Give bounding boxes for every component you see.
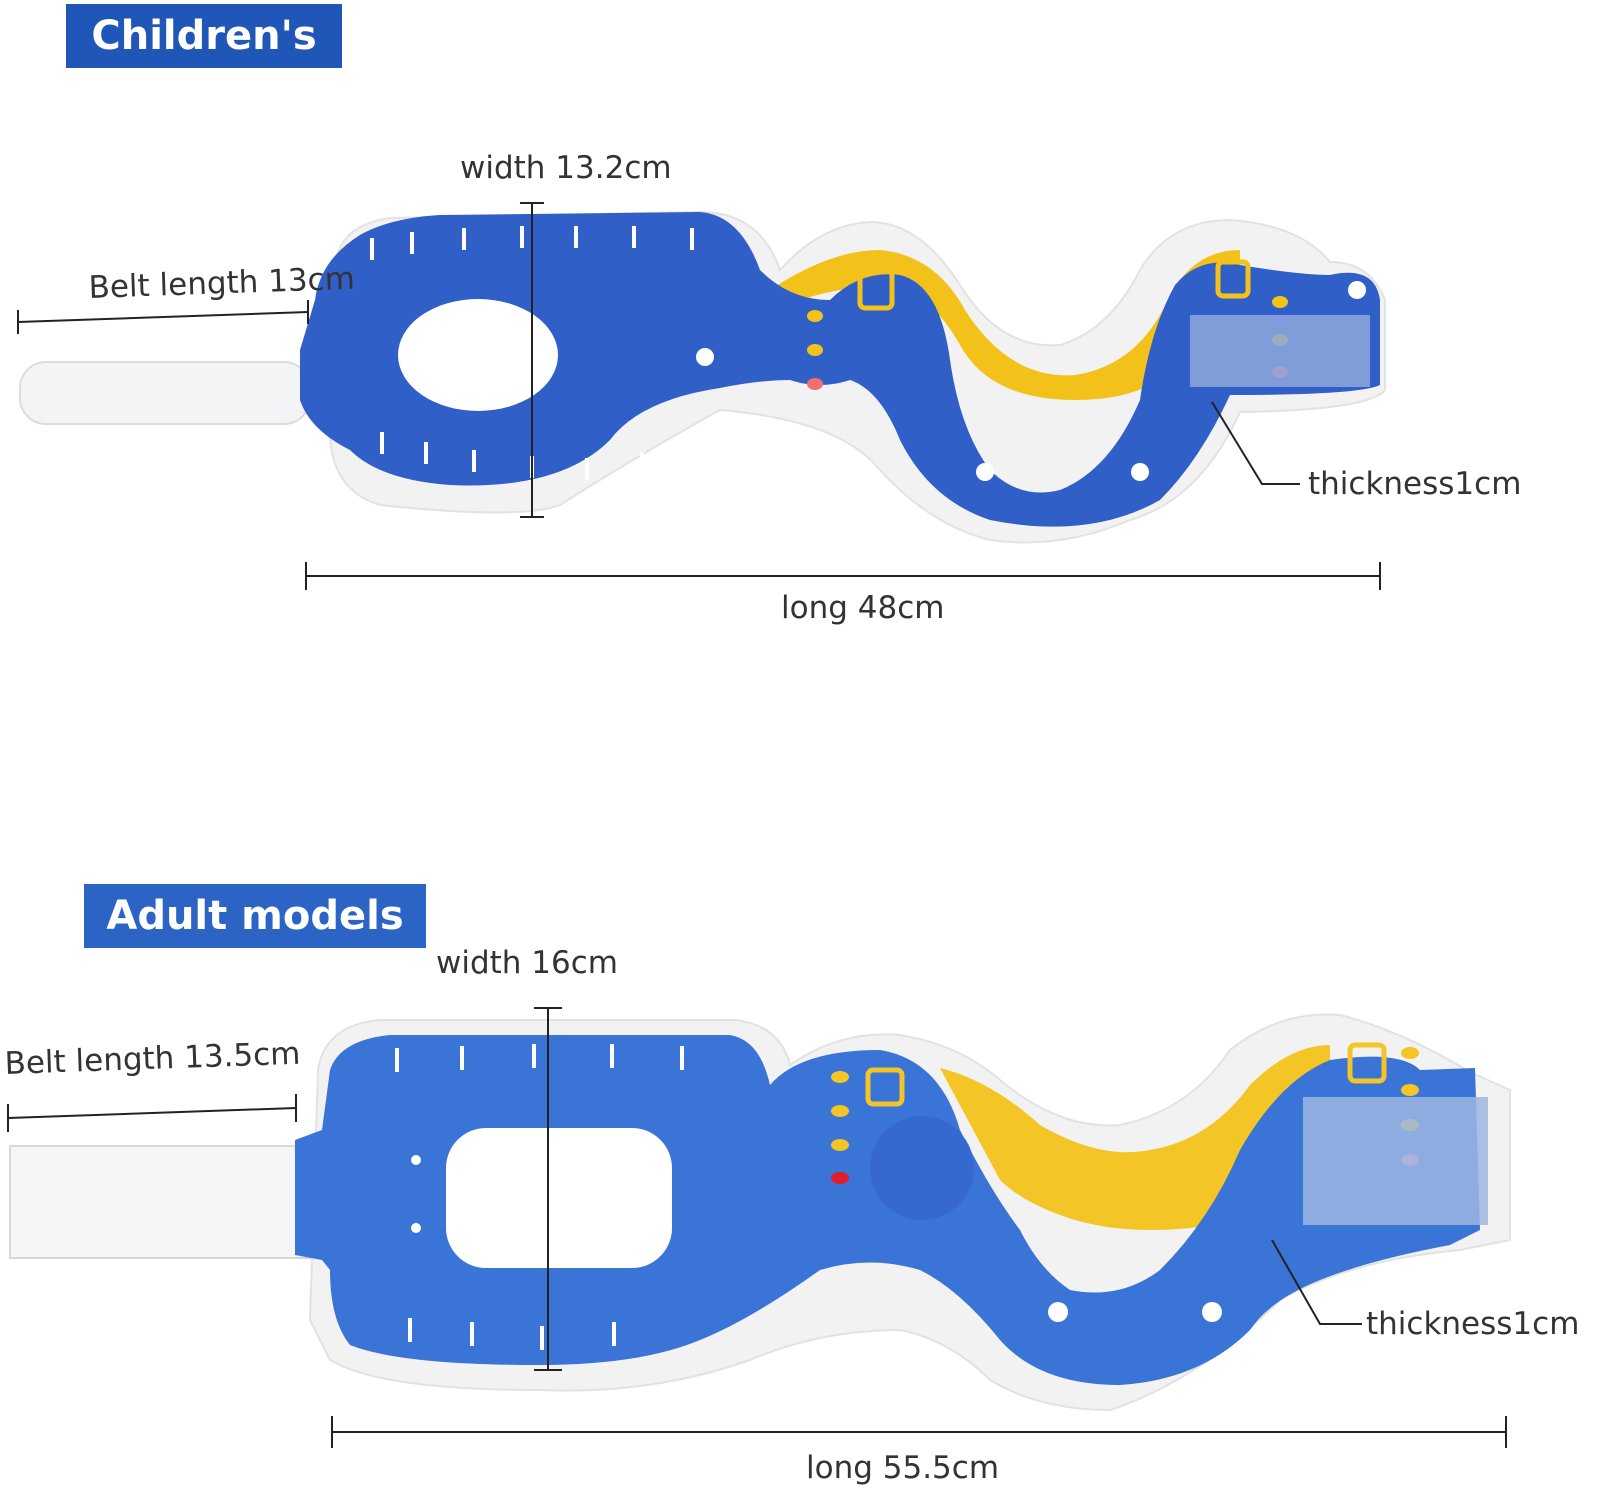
children-oval-window	[398, 299, 558, 411]
children-velcro-patch	[1190, 315, 1370, 387]
children-label-bg	[66, 4, 342, 68]
adult-dimension-lines	[7, 1007, 1507, 1448]
children-long-label: long 48cm	[781, 590, 945, 626]
children-yellow-support	[770, 250, 1240, 400]
adult-label-bg	[84, 884, 426, 948]
adult-belt-strap	[9, 1145, 316, 1259]
adult-velcro-patch	[1303, 1097, 1488, 1225]
adult-blue-plate	[295, 1035, 1480, 1385]
adult-thickness-label: thickness1cm	[1366, 1306, 1580, 1342]
adult-width-label: width 16cm	[436, 945, 618, 981]
adult-round-pad	[870, 1116, 974, 1220]
children-belt-strap	[19, 361, 311, 425]
children-width-label: width 13.2cm	[460, 150, 672, 186]
adult-long-label: long 55.5cm	[806, 1450, 1000, 1486]
adult-rect-window	[446, 1128, 672, 1268]
children-thickness-label: thickness1cm	[1308, 466, 1522, 502]
children-label: Children's	[91, 13, 317, 59]
children-cervical-collar	[19, 210, 1386, 544]
adult-cervical-collar	[9, 1013, 1511, 1412]
children-dimension-lines	[17, 202, 1381, 590]
children-blue-plate	[300, 212, 1380, 527]
adult-label: Adult models	[106, 893, 404, 939]
